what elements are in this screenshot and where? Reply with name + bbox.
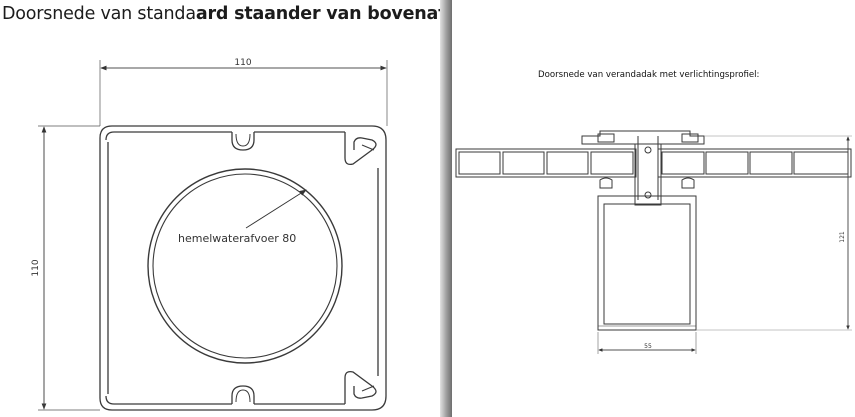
post-cross-section-drawing: 110 110: [31, 58, 388, 411]
top-cap-profile: [581, 130, 705, 206]
downpipe-annotation: hemelwaterafvoer 80: [178, 189, 307, 245]
dimension-side: 121: [696, 135, 852, 331]
right-page: Doorsnede van verandadak met verlichting…: [452, 0, 855, 417]
dimension-side-label: 121: [839, 231, 846, 243]
right-roof-panel: [657, 148, 852, 178]
support-hooks: [599, 177, 695, 189]
post-profile: [99, 125, 387, 411]
downpipe-circle: [147, 168, 343, 364]
veranda-roof-cross-section-drawing: 55 121: [455, 130, 852, 354]
left-page: Doorsnede van standaard staander van bov…: [2, 4, 523, 411]
left-title-normal: Doorsnede van standa: [2, 4, 196, 24]
downpipe-annotation-label: hemelwaterafvoer 80: [178, 232, 296, 245]
dimension-height: 110: [31, 125, 100, 411]
dimension-bottom: 55: [597, 332, 697, 354]
page-gutter: [440, 0, 452, 417]
dimension-width: 110: [99, 58, 388, 126]
beam-profile: [597, 195, 697, 331]
right-page-title: Doorsnede van verandadak met verlichting…: [538, 70, 760, 80]
dimension-height-label: 110: [31, 259, 41, 276]
dimension-bottom-label: 55: [644, 343, 652, 350]
left-roof-panel: [455, 148, 637, 178]
dimension-width-label: 110: [234, 58, 251, 68]
